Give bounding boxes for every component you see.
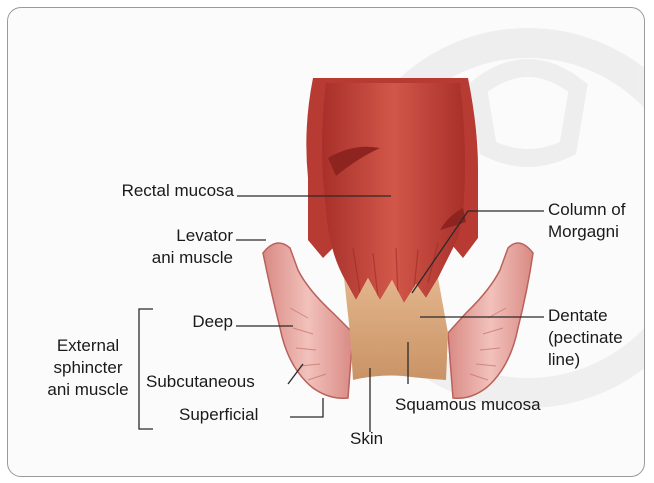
label-external-line3: ani muscle — [38, 380, 138, 400]
bracket-external — [139, 309, 153, 429]
label-squamous-mucosa: Squamous mucosa — [395, 395, 541, 415]
label-external-line1: External — [38, 336, 138, 356]
label-dentate-line2: (pectinate — [548, 328, 623, 348]
label-subcutaneous: Subcutaneous — [146, 372, 255, 392]
label-dentate-line3: line) — [548, 350, 580, 370]
label-column-line2: Morgagni — [548, 222, 619, 242]
label-dentate-line1: Dentate — [548, 306, 608, 326]
leader-superficial — [290, 398, 323, 417]
leader-lines — [8, 8, 645, 477]
label-skin: Skin — [350, 429, 383, 449]
label-deep: Deep — [158, 312, 233, 332]
label-levator-line1: Levator — [108, 226, 233, 246]
label-superficial: Superficial — [179, 405, 258, 425]
label-external-line2: sphincter — [38, 358, 138, 378]
leader-subcutaneous — [288, 364, 303, 384]
label-column-line1: Column of — [548, 200, 625, 220]
label-levator-line2: ani muscle — [108, 248, 233, 268]
figure-frame: Rectal mucosa Levator ani muscle Deep Ex… — [7, 7, 645, 477]
leader-column — [412, 211, 544, 293]
label-rectal-mucosa: Rectal mucosa — [68, 181, 234, 201]
